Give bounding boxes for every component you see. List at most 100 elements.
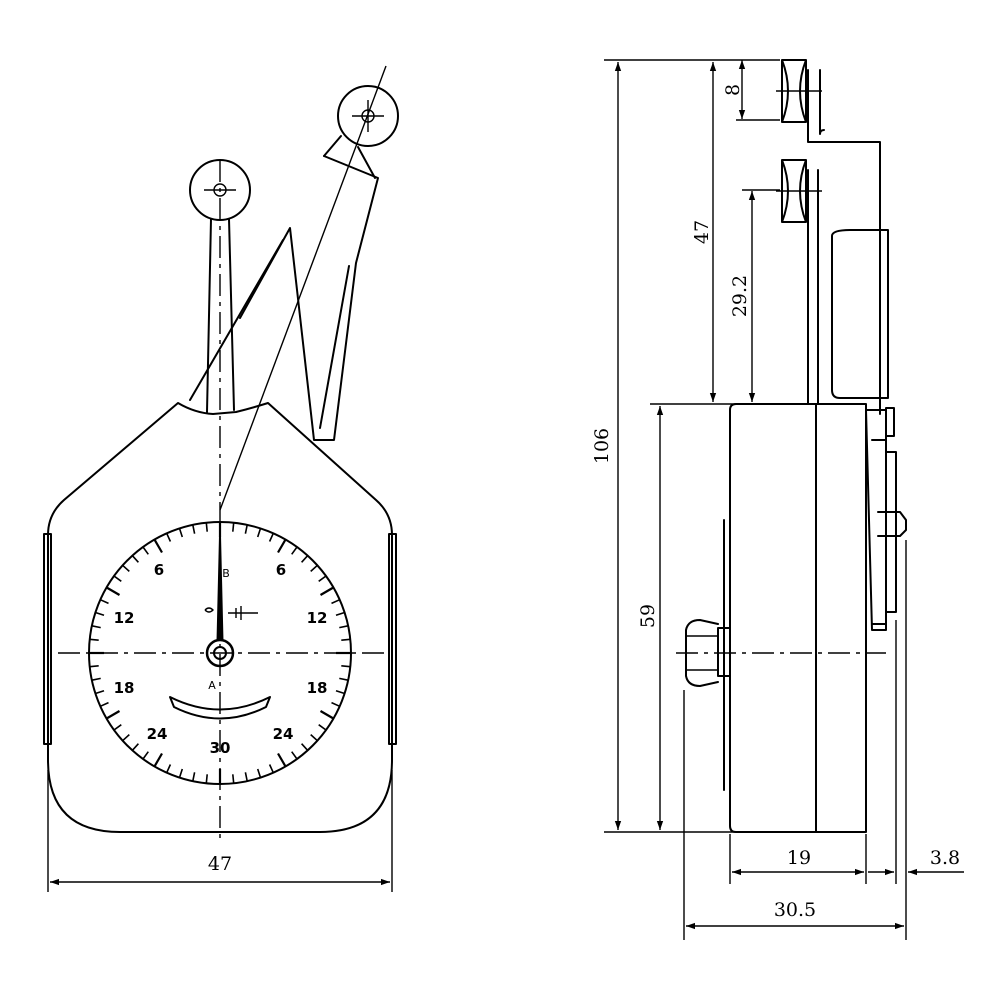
dim-body-depth-value: 19	[787, 847, 811, 869]
dial-tick	[131, 555, 139, 563]
dial-number-left-18: 18	[114, 679, 135, 697]
dial-tick	[331, 701, 341, 708]
dial-tick	[95, 611, 105, 617]
dial-number-right-12: 12	[307, 609, 328, 627]
right-arm-inner-edge	[189, 239, 284, 401]
dial-tick	[291, 751, 298, 760]
dial-tick	[244, 524, 248, 534]
dial-tick	[178, 768, 184, 778]
front-housing	[47, 402, 393, 833]
dial-tick	[91, 625, 101, 629]
dial-tick	[192, 772, 196, 782]
dial-label-b: B	[222, 567, 230, 580]
dial-tick	[301, 743, 309, 751]
dial-tick	[268, 764, 275, 774]
dial-tick	[106, 710, 121, 720]
dial-tick	[318, 724, 327, 731]
dial-tick	[99, 701, 109, 708]
dial-tick	[91, 677, 101, 681]
back-clip-top	[885, 407, 895, 437]
dial-tick	[256, 528, 262, 538]
arm-cover	[831, 229, 889, 399]
dim-roller-upper-value: 47	[691, 220, 713, 244]
dial-window	[169, 696, 271, 720]
tension-line	[219, 65, 387, 511]
dial-tick	[341, 638, 351, 641]
dial-tick	[331, 598, 341, 605]
pointer-lock-marker	[228, 606, 258, 620]
dial-number-right-24: 24	[273, 725, 294, 743]
dial-tick	[153, 752, 163, 767]
dial-tick	[268, 532, 275, 542]
dial-tick	[142, 751, 149, 760]
side-rollers	[776, 59, 889, 415]
left-grip	[43, 533, 52, 745]
dial-number-left-24: 24	[147, 725, 168, 743]
dial-tick	[178, 528, 184, 538]
dial-tick	[165, 532, 172, 542]
dial-tick	[301, 555, 309, 563]
dial-number-left-6: 6	[154, 561, 164, 579]
dim-total-height-value: 106	[591, 428, 613, 464]
dial-tick	[232, 522, 235, 532]
back-plate-edges	[871, 439, 887, 625]
dial-tick	[339, 625, 349, 629]
width-dimension-value: 47	[208, 853, 232, 875]
side-body	[729, 403, 867, 833]
dim-roller-gap-value: 8	[722, 84, 744, 96]
left-arm	[206, 218, 235, 413]
dial-tick	[205, 522, 208, 532]
dim-roller-lower-value: 29.2	[729, 275, 751, 317]
dial-tick	[122, 734, 130, 742]
dial-tick	[89, 638, 99, 641]
right-arm-neck	[323, 135, 376, 179]
dial-tick	[106, 586, 121, 596]
dial-tick	[341, 665, 351, 668]
dial-tick	[205, 774, 208, 784]
pointer-small-symbol	[204, 607, 214, 613]
dial-tick	[95, 689, 105, 695]
dial-tick	[244, 772, 248, 782]
dim-back-plate-value: 3.8	[930, 847, 960, 869]
dial-tick	[256, 768, 262, 778]
dial-tick	[319, 710, 334, 720]
back-plate-strip	[885, 451, 897, 613]
back-plate	[865, 409, 887, 631]
right-roller-circle	[337, 85, 399, 147]
front-rollers	[189, 65, 399, 511]
roller-bracket	[807, 69, 881, 415]
dim-body-height-value: 59	[637, 604, 659, 628]
dial-number-left-12: 12	[114, 609, 135, 627]
dial-tick	[122, 564, 130, 572]
dial-tick	[339, 677, 349, 681]
dial-tick	[277, 539, 287, 554]
dial-tick	[153, 539, 163, 554]
dial-tick	[113, 575, 122, 582]
right-arm-slot	[319, 265, 350, 429]
right-grip	[388, 533, 397, 745]
dial-number-right-6: 6	[276, 561, 286, 579]
dial-tick	[192, 524, 196, 534]
side-view: 8 47 29.2 106 59 19 3.8 30.5	[591, 59, 964, 940]
back-screw	[877, 511, 907, 537]
dial-label-a: A	[208, 679, 216, 692]
knob-collar	[717, 627, 731, 677]
dial-tick	[277, 752, 287, 767]
dial-number-right-18: 18	[307, 679, 328, 697]
dial-tick	[99, 598, 109, 605]
dial: 6 12 18 24 6 12 18 24 30 B A	[88, 521, 352, 785]
dial-tick	[89, 665, 99, 668]
dial-tick	[142, 546, 149, 555]
dial-tick	[131, 743, 139, 751]
dial-tick	[113, 724, 122, 731]
dial-tick	[310, 564, 318, 572]
right-arm-body	[239, 155, 379, 441]
dial-tick	[291, 546, 298, 555]
dial-tick	[165, 764, 172, 774]
dial-tick	[335, 689, 345, 695]
dial-tick	[232, 774, 235, 784]
dial-tick	[310, 734, 318, 742]
dim-total-depth-value: 30.5	[774, 899, 816, 921]
dial-tick	[318, 575, 327, 582]
